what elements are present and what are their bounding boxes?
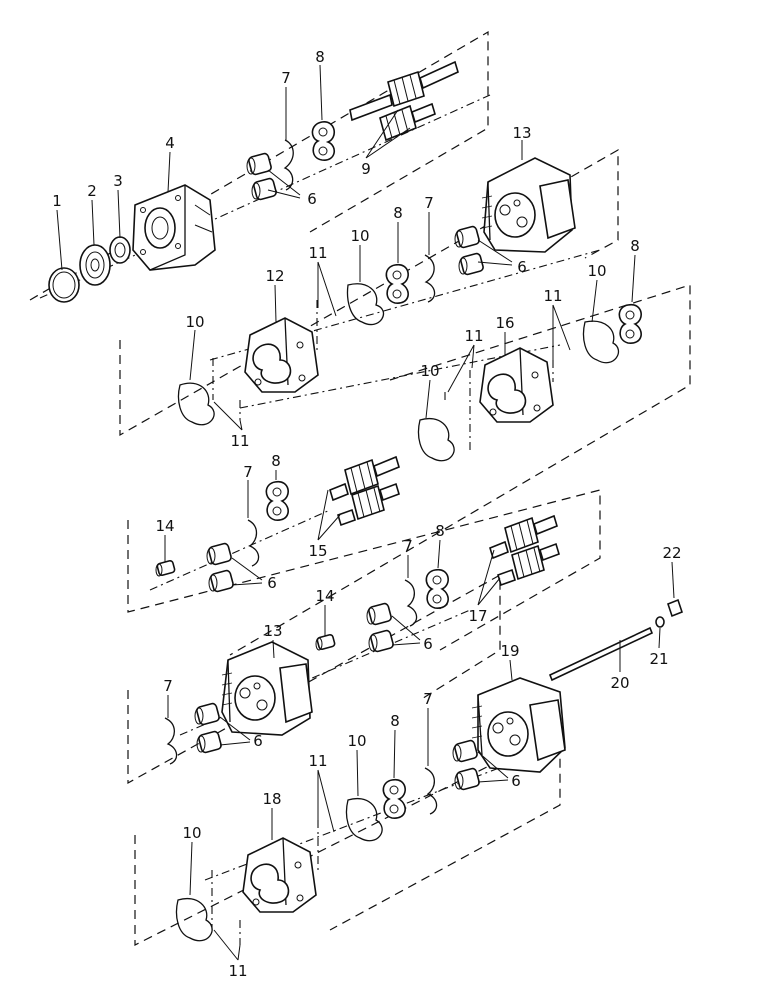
wear-plate-8-d xyxy=(265,480,289,521)
bushing-set-b xyxy=(454,225,484,276)
callout-2: 2 xyxy=(87,182,97,200)
bushing-set-c xyxy=(206,542,234,593)
callout-10-d: 10 xyxy=(420,362,439,380)
seal-10-d xyxy=(417,417,455,462)
seal-7-e xyxy=(164,717,178,765)
callout-7-f: 7 xyxy=(423,690,433,708)
callout-1: 1 xyxy=(52,192,62,210)
seal-3 xyxy=(109,236,131,264)
callout-7-c: 7 xyxy=(243,463,253,481)
callout-22: 22 xyxy=(662,544,681,562)
callout-19: 19 xyxy=(500,642,519,660)
seal-7-d xyxy=(404,579,418,627)
callout-9: 9 xyxy=(361,160,371,178)
callout-8-d: 8 xyxy=(271,452,281,470)
wear-plate-8-e xyxy=(425,568,449,609)
seal-10-a xyxy=(346,283,384,325)
seal-10-f xyxy=(175,897,213,942)
wear-plate-8-b xyxy=(385,263,409,304)
callout-8-f: 8 xyxy=(390,712,400,730)
dowel-pins-11 xyxy=(211,300,554,945)
housing-13-lower xyxy=(221,641,313,736)
gear-plate-12 xyxy=(244,317,319,393)
nut-22 xyxy=(667,598,683,618)
seal-10-b xyxy=(177,382,215,426)
gear-plate-18 xyxy=(242,837,317,913)
callout-12: 12 xyxy=(265,267,284,285)
callout-7-d: 7 xyxy=(403,537,413,555)
housing-13-top xyxy=(481,157,576,253)
seal-10-e xyxy=(345,797,383,842)
callout-10-f: 10 xyxy=(182,824,201,842)
callout-15: 15 xyxy=(308,542,327,560)
callout-13-a: 13 xyxy=(512,124,531,142)
bushing-set-f xyxy=(452,739,480,791)
tie-rod-20 xyxy=(548,626,654,682)
callout-7-e: 7 xyxy=(163,677,173,695)
callout-14-a: 14 xyxy=(155,517,174,535)
callout-13-b: 13 xyxy=(263,622,282,640)
callout-6-b: 6 xyxy=(517,258,527,276)
callout-11-f: 11 xyxy=(228,962,247,980)
callout-18: 18 xyxy=(262,790,281,808)
callout-10-b: 10 xyxy=(185,313,204,331)
callout-8-b: 8 xyxy=(393,204,403,222)
callout-labels: 1 2 3 4 7 8 6 9 13 10 8 7 6 11 12 10 11 … xyxy=(52,48,681,980)
seal-10-c xyxy=(582,320,620,364)
wear-plate-8-top xyxy=(311,121,335,161)
callout-8-a: 8 xyxy=(315,48,325,66)
callout-10-e: 10 xyxy=(347,732,366,750)
washer-21 xyxy=(655,616,665,628)
callout-10-a: 10 xyxy=(350,227,369,245)
callout-7-a: 7 xyxy=(281,69,291,87)
seal-7-top xyxy=(283,139,294,191)
gear-shafts-17 xyxy=(489,514,560,587)
callout-6-a: 6 xyxy=(307,190,317,208)
callout-8-e: 8 xyxy=(435,522,445,540)
gear-shafts-15 xyxy=(329,455,400,527)
bearing-2 xyxy=(79,244,111,286)
callout-6-e: 6 xyxy=(253,732,263,750)
wear-plate-8-c xyxy=(618,303,642,344)
callout-6-c: 6 xyxy=(267,574,277,592)
callout-11-b: 11 xyxy=(230,432,249,450)
callout-7-b: 7 xyxy=(424,194,434,212)
callout-17: 17 xyxy=(468,607,487,625)
callout-11-e: 11 xyxy=(308,752,327,770)
rear-cover-19 xyxy=(471,677,566,773)
callout-16: 16 xyxy=(495,314,514,332)
callout-6-f: 6 xyxy=(511,772,521,790)
seal-7-c xyxy=(247,519,260,567)
wear-plate-8-f xyxy=(382,778,406,819)
callout-3: 3 xyxy=(113,172,123,190)
gear-shafts-9 xyxy=(349,60,459,142)
callout-10-c: 10 xyxy=(587,262,606,280)
pin-14-b xyxy=(315,634,336,651)
callout-11-a: 11 xyxy=(308,244,327,262)
bushing-set-e xyxy=(194,702,222,754)
callout-21: 21 xyxy=(649,650,668,668)
bushing-set-d xyxy=(366,602,394,653)
callout-14-b: 14 xyxy=(315,587,334,605)
callout-4: 4 xyxy=(165,134,175,152)
mounting-flange-4 xyxy=(132,184,216,271)
gear-plate-16 xyxy=(479,347,554,423)
seal-7-f xyxy=(424,767,438,815)
pin-14-a xyxy=(155,560,176,577)
leader-lines xyxy=(56,64,675,961)
bushing-set-top xyxy=(246,152,277,201)
callout-11-d: 11 xyxy=(464,327,483,345)
callout-11-c: 11 xyxy=(543,287,562,305)
callout-8-c: 8 xyxy=(630,237,640,255)
seal-7-b xyxy=(424,254,436,303)
callout-20: 20 xyxy=(610,674,629,692)
callout-6-d: 6 xyxy=(423,635,433,653)
snap-ring-1 xyxy=(48,267,80,303)
